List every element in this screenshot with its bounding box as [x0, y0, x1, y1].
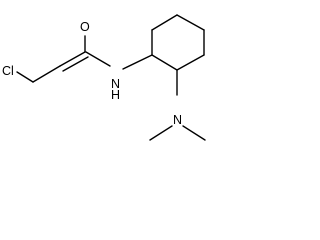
- amide-nitrogen-h: H: [111, 88, 120, 102]
- amide-nitrogen-label: H N: [111, 77, 124, 102]
- ring-bond-6: [151, 54, 178, 71]
- bond-nitrogen-ring: [122, 54, 153, 70]
- structure-canvas: Cl O H N N: [0, 0, 226, 148]
- bond-amine-methyl-left: [149, 125, 173, 141]
- bond-carbonyl-oxygen-1: [59, 51, 86, 67]
- chemical-structure-diagram: Cl O H N N: [2, 14, 206, 141]
- amide-nitrogen-n: N: [111, 77, 120, 91]
- bond-carbonyl-nitrogen: [85, 51, 111, 67]
- bond-carbonyl-oxygen-2: [62, 56, 89, 72]
- bond-ch2-carbonyl: [32, 65, 61, 83]
- ring-bond-2: [151, 14, 178, 31]
- bond-amine-methyl-right: [182, 125, 206, 141]
- amine-nitrogen-label: N: [173, 113, 182, 127]
- chlorine-label: Cl: [2, 64, 14, 78]
- oxygen-label: O: [80, 20, 90, 34]
- ring-bond-5: [176, 54, 205, 71]
- bond-cl-ch2: [16, 71, 34, 83]
- ring-bond-3: [176, 14, 205, 31]
